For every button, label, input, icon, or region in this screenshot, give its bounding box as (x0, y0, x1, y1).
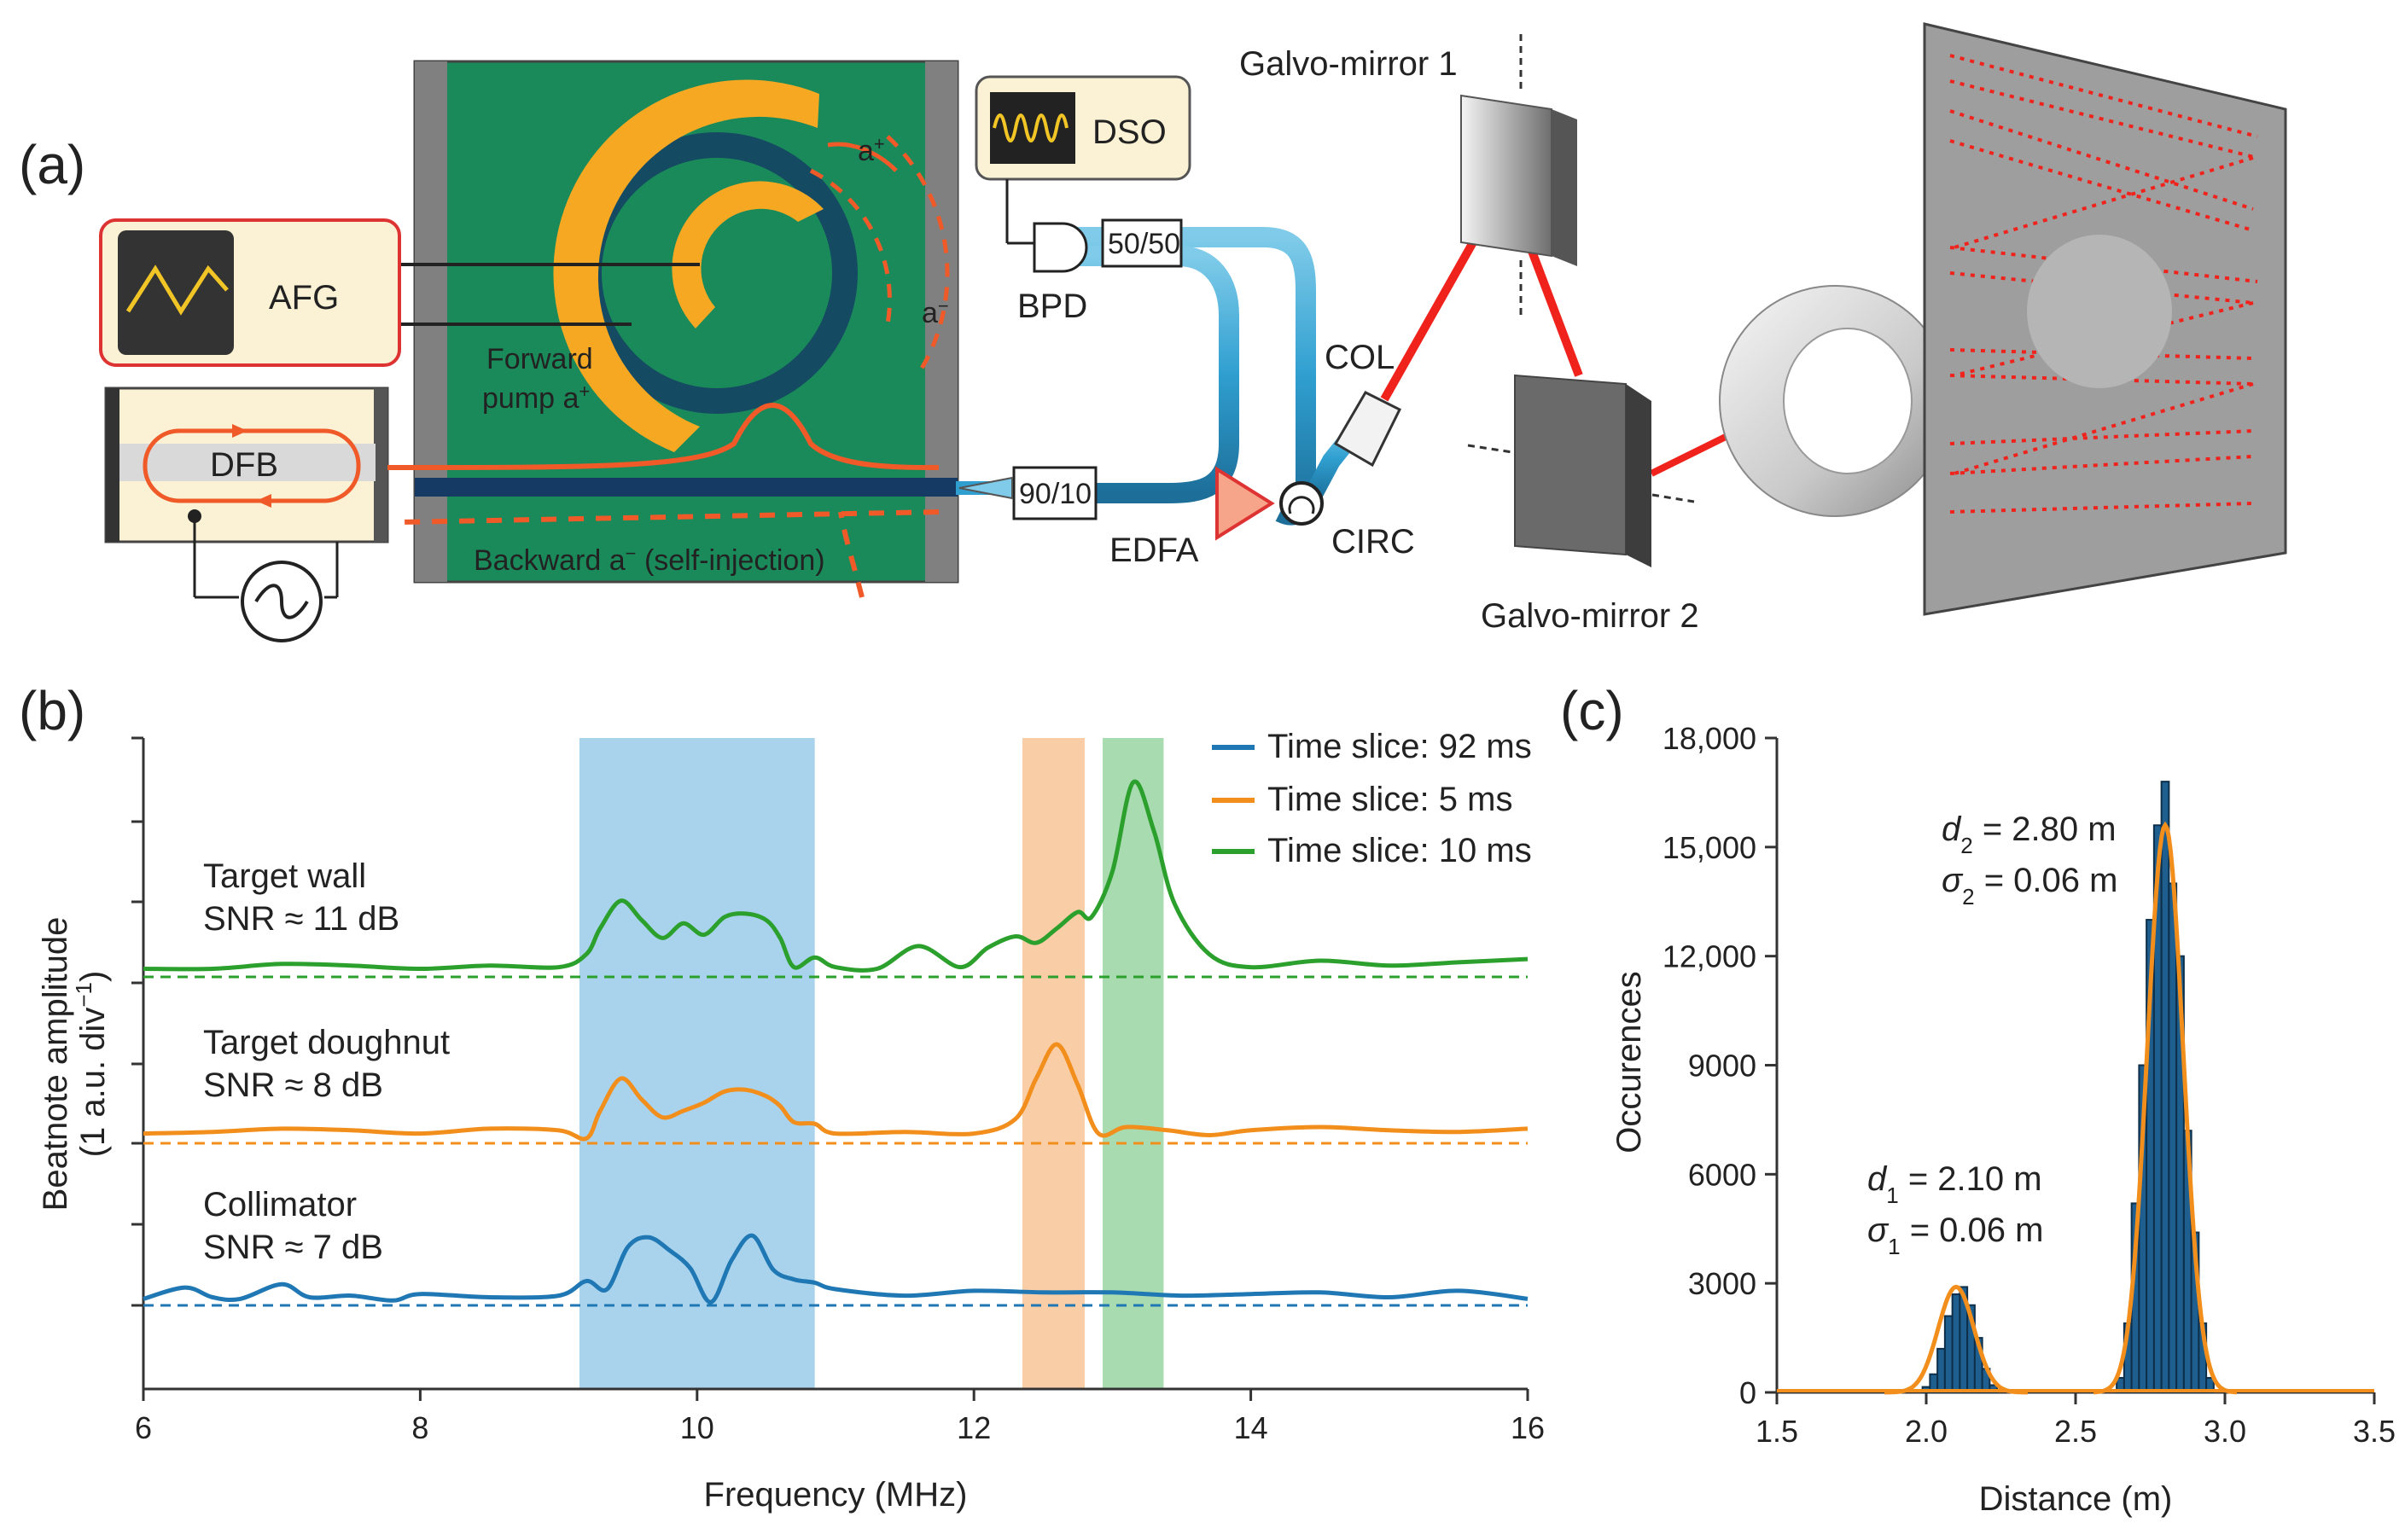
fit-annotation-symbol-2: d (1867, 1160, 1888, 1198)
fit-annotation-sub-0: 2 (1960, 833, 1972, 858)
fit-annotation-value-1: = 0.06 m (1975, 862, 2118, 899)
y-tick-label-2: 6000 (1688, 1157, 1756, 1192)
y-tick-label-4: 12,000 (1663, 939, 1756, 974)
backward-label: Backward a− (self-injection) (474, 543, 825, 578)
splitter-5050-label: 50/50 (1108, 228, 1180, 260)
y-tick-label-5: 15,000 (1663, 830, 1756, 865)
col-label: COL (1325, 339, 1395, 376)
x-tick-label-5: 16 (1511, 1410, 1545, 1445)
x-tick-label-2: 2.5 (2054, 1414, 2097, 1449)
histogram-bar-16 (2160, 781, 2170, 1393)
shaded-band-0 (579, 738, 815, 1389)
series-line-1 (143, 1042, 1529, 1142)
fit-annotation-symbol-3: σ (1867, 1212, 1890, 1249)
splitter-9010-label: 90/10 (1019, 478, 1092, 510)
galvo-mirror-2 (1514, 374, 1627, 556)
fit-annotation-0: d2 = 2.80 m (1942, 811, 2117, 858)
series-snr-0: SNR ≈ 11 dB (203, 900, 399, 938)
dso-label: DSO (1092, 113, 1167, 151)
beam-path: Galvo-mirror 1 Galvo-mirror 2 (1239, 22, 2287, 635)
y-tick-label-3: 9000 (1688, 1049, 1756, 1084)
circ-label: CIRC (1331, 523, 1415, 561)
shaded-band-2 (1103, 738, 1164, 1389)
galvo2-label: Galvo-mirror 2 (1481, 597, 1699, 635)
x-tick-label-1: 8 (411, 1410, 428, 1445)
bpd-icon (1033, 222, 1088, 273)
y-tick-label-1: 3000 (1688, 1266, 1756, 1301)
x-tick-label-0: 1.5 (1756, 1414, 1798, 1449)
panel-label-c: (c) (1560, 680, 1624, 741)
bpd-label: BPD (1017, 288, 1087, 325)
circulator-icon (1279, 481, 1324, 526)
dso-box: DSO (975, 75, 1191, 245)
x-tick-label-3: 12 (957, 1410, 991, 1445)
histogram-bar-3 (1943, 1315, 1954, 1394)
chip: Forward pump a+ Backward a− (self-inject… (387, 60, 959, 598)
fibre-network: BPD 50/50 90/10 EDFA CIRC COL (956, 218, 1415, 569)
y-axis-title-close: ) (74, 971, 112, 982)
legend-label-2: Time slice: 10 ms (1267, 832, 1532, 869)
series-label-0: Target wall (203, 857, 366, 895)
series-snr-2: SNR ≈ 7 dB (203, 1229, 383, 1266)
a-minus-label: a− (922, 295, 949, 330)
fit-annotation-value-0: = 2.80 m (1973, 811, 2117, 848)
setup-schematic: (a) Forward pump a+ Backward a− (self- (19, 22, 2287, 642)
x-axis-title: Frequency (MHz) (704, 1476, 968, 1514)
a-plus-label: a+ (858, 133, 885, 168)
x-axis-title: Distance (m) (1979, 1480, 2173, 1518)
dfb-label: DFB (210, 446, 278, 484)
y-axis-title-2: (1 a.u. div−1) (71, 971, 112, 1158)
fit-annotation-sub-3: 1 (1888, 1234, 1900, 1259)
fit-annotation-sub-1: 2 (1962, 884, 1974, 909)
fit-annotation-symbol-0: d (1942, 811, 1962, 848)
histogram-bar-2 (1936, 1347, 1946, 1394)
series-line-2 (143, 1233, 1529, 1305)
y-tick-label-6: 18,000 (1663, 721, 1756, 756)
legend-label-1: Time slice: 5 ms (1267, 781, 1512, 818)
x-tick-label-4: 3.5 (2353, 1414, 2396, 1449)
y-axis-title-unit: (1 a.u. div (74, 1008, 112, 1158)
x-tick-label-3: 3.0 (2204, 1414, 2246, 1449)
fit-annotation-3: σ1 = 0.06 m (1867, 1212, 2043, 1259)
y-tick-label-0: 0 (1739, 1375, 1756, 1410)
histogram-bar-17 (2168, 882, 2178, 1393)
fit-annotation-sub-2: 1 (1886, 1183, 1898, 1208)
y-axis-title: Occurences (1610, 971, 1648, 1153)
panel-label-a: (a) (19, 134, 85, 195)
shaded-band-1 (1022, 738, 1085, 1389)
fit-annotation-symbol-1: σ (1942, 862, 1964, 899)
series-line-0 (143, 779, 1529, 973)
fit-annotation-value-3: = 0.06 m (1901, 1212, 2044, 1249)
dfb-box: DFB (104, 386, 415, 642)
series-label-2: Collimator (203, 1186, 357, 1223)
y-axis-title-1: Beatnote amplitude (37, 917, 74, 1212)
forward-label-2: pump a+ (482, 381, 590, 416)
histogram-bar-4 (1951, 1293, 1961, 1393)
collimator-icon (1333, 391, 1402, 468)
forward-label: Forward (486, 343, 593, 375)
edfa-icon (1215, 466, 1275, 541)
fit-annotation-1: σ2 = 0.06 m (1942, 862, 2117, 909)
y-axis-title-sup: −1 (71, 982, 96, 1008)
fit-annotation-value-2: = 2.10 m (1899, 1160, 2042, 1198)
series-label-1: Target doughnut (203, 1024, 450, 1061)
gaussian-fit-1 (2093, 821, 2238, 1395)
galvo1-label: Galvo-mirror 1 (1239, 45, 1458, 83)
fit-annotation-2: d1 = 2.10 m (1867, 1160, 2042, 1208)
galvo-mirror-1 (1460, 94, 1552, 258)
edfa-label: EDFA (1109, 532, 1199, 569)
distance-histogram: 0 3000 6000 9000 12,000 15,000 18,000 1.5 2.0 2.5… (1610, 721, 2396, 1518)
x-tick-label-4: 14 (1234, 1410, 1268, 1445)
x-tick-label-1: 2.0 (1905, 1414, 1948, 1449)
series-snr-1: SNR ≈ 8 dB (203, 1066, 383, 1104)
panel-label-b: (b) (19, 680, 85, 741)
legend-label-0: Time slice: 92 ms (1267, 728, 1532, 765)
x-tick-label-0: 6 (135, 1410, 152, 1445)
x-tick-label-2: 10 (680, 1410, 714, 1445)
afg-box: AFG (99, 218, 401, 367)
afg-label: AFG (269, 279, 339, 317)
